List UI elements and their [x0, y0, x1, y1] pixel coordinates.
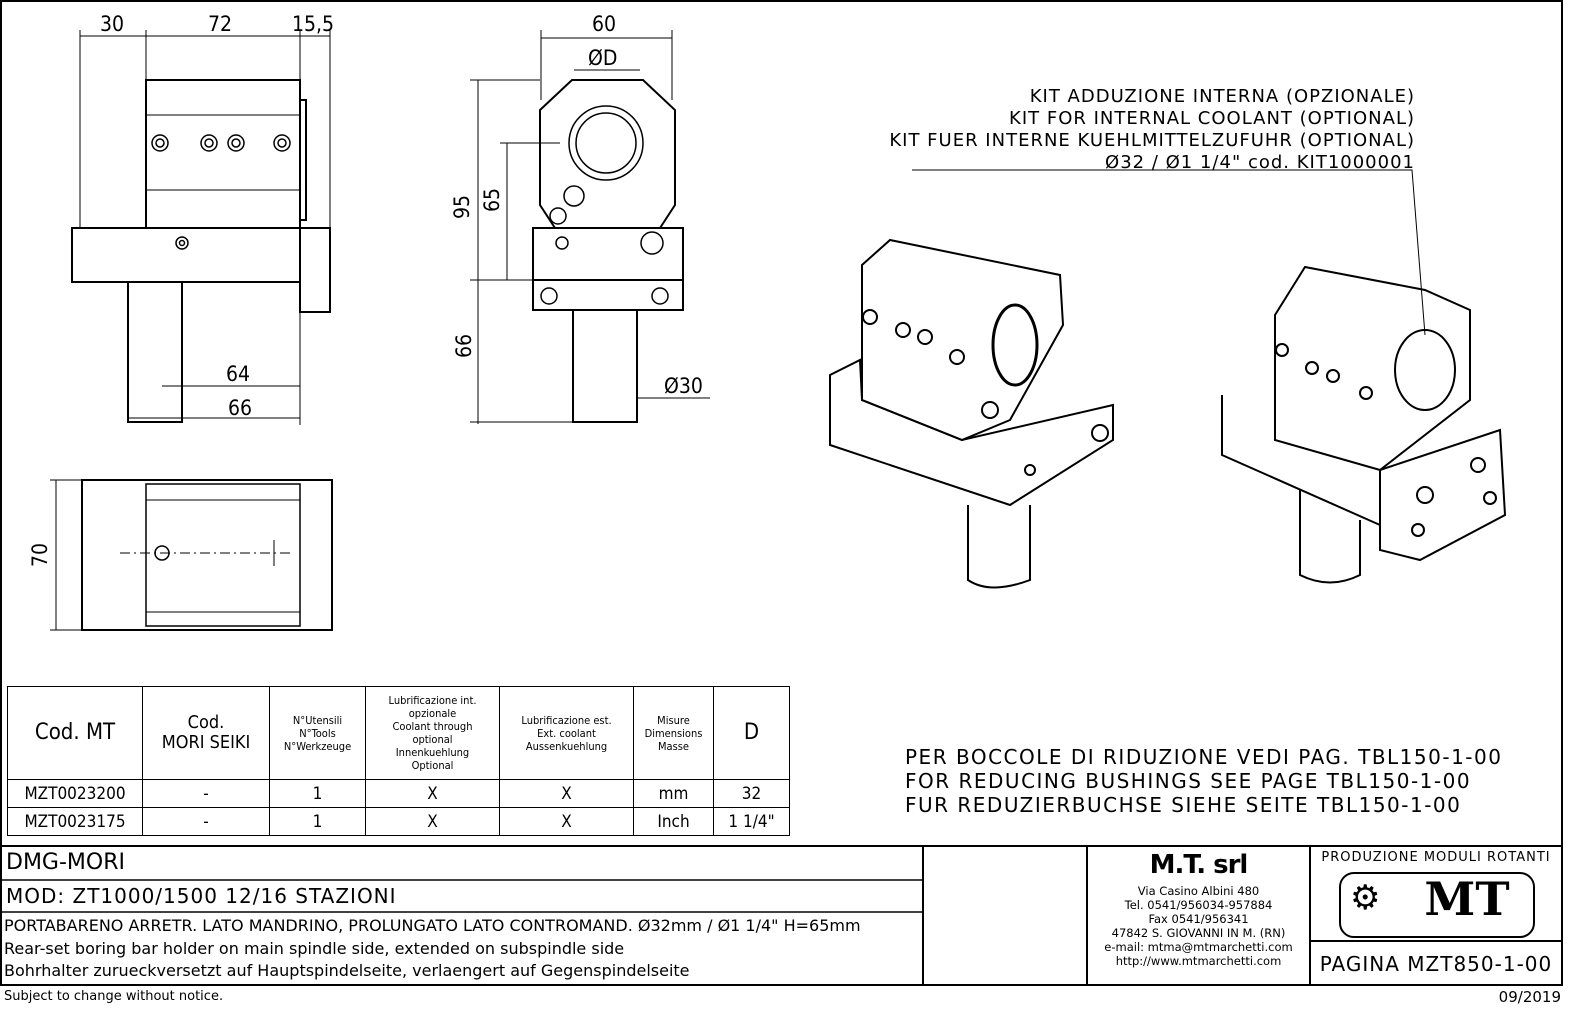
dim-diameter-30: Ø30: [664, 374, 703, 398]
cell-units: Inch: [633, 807, 714, 836]
header-text: optional: [412, 733, 453, 746]
cell-internal-coolant: X: [365, 807, 500, 836]
coolant-note-it: KIT ADDUZIONE INTERNA (OPZIONALE): [1029, 86, 1415, 107]
description-de: Bohrhalter zurueckversetzt auf Hauptspin…: [4, 961, 690, 980]
header-text: Ext. coolant: [537, 726, 596, 740]
header-cod-mori: Cod.MORI SEIKI: [142, 686, 270, 780]
cell-mori-code: -: [142, 807, 270, 836]
cell-internal-coolant: X: [365, 779, 500, 808]
cell-external-coolant: X: [499, 779, 634, 808]
address-line: Via Casino Albini 480: [1137, 884, 1260, 898]
cell-external-coolant: X: [499, 807, 634, 836]
model: MOD: ZT1000/1500 12/16 STAZIONI: [6, 884, 397, 908]
coolant-note-de: KIT FUER INTERNE KUEHLMITTELZUFUHR (OPTI…: [889, 130, 1415, 151]
dim-65: 65: [480, 187, 505, 213]
bushing-note-it: PER BOCCOLE DI RIDUZIONE VEDI PAG. TBL15…: [905, 745, 1503, 769]
header-text: Aussenkuehlung: [525, 739, 608, 753]
website-link[interactable]: http://www.mtmarchetti.com: [1115, 954, 1282, 968]
dim-60: 60: [592, 12, 617, 36]
rotary-module-icon: ⚙: [1350, 878, 1381, 918]
drawing-frame: [0, 0, 1563, 986]
dim-64: 64: [226, 362, 251, 386]
header-text: N°Utensili: [292, 713, 343, 727]
table-row: MZT0023200 - 1 X X mm 32: [7, 779, 790, 808]
header-cod-mt: Cod. MT: [7, 686, 143, 780]
isometric-view-left: [829, 238, 1114, 589]
dim-66: 66: [228, 396, 253, 420]
company-address: Via Casino Albini 480 Tel. 0541/956034-9…: [1087, 884, 1310, 968]
coolant-note-en: KIT FOR INTERNAL COOLANT (OPTIONAL): [1009, 108, 1415, 129]
header-text: Cod.: [187, 712, 225, 733]
coolant-kit-code: Ø32 / Ø1 1/4" cod. KIT1000001: [1105, 152, 1415, 173]
dim-66-front: 66: [452, 333, 477, 359]
cell-code: MZT0023200: [7, 779, 143, 808]
header-text: Misure: [657, 713, 690, 727]
email-link[interactable]: e-mail: mtma@mtmarchetti.com: [1104, 940, 1293, 954]
header-text: Masse: [657, 739, 689, 753]
header-text: N°Werkzeuge: [283, 739, 352, 753]
dim-70: 70: [28, 542, 53, 568]
header-text: Innenkuehlung: [395, 746, 470, 759]
bushing-note-de: FUR REDUZIERBUCHSE SIEHE SEITE TBL150-1-…: [905, 793, 1462, 817]
city: 47842 S. GIOVANNI IN M. (RN): [1111, 926, 1286, 940]
dim-15-5: 15,5: [292, 12, 335, 36]
description-en: Rear-set boring bar holder on main spind…: [4, 939, 625, 958]
front-view: [470, 30, 710, 424]
header-text: Coolant through: [392, 720, 473, 733]
cell-tools: 1: [269, 779, 366, 808]
header-text: Lubrificazione int.: [388, 694, 477, 707]
dim-95: 95: [450, 194, 475, 220]
dim-72: 72: [208, 12, 233, 36]
header-text: Optional: [411, 759, 454, 772]
revision-date: 09/2019: [1498, 988, 1561, 1006]
header-text: Cod. MT: [34, 720, 116, 745]
mt-logo: MT: [1424, 872, 1510, 926]
cell-d: 32: [713, 779, 790, 808]
page-code: PAGINA MZT850-1-00: [1319, 952, 1553, 976]
fax: Fax 0541/956341: [1148, 912, 1249, 926]
header-text: Dimensions: [644, 726, 703, 740]
isometric-view-right: [912, 169, 1507, 584]
cell-mori-code: -: [142, 779, 270, 808]
dim-30: 30: [100, 12, 125, 36]
cell-tools: 1: [269, 807, 366, 836]
phone: Tel. 0541/956034-957884: [1124, 898, 1273, 912]
dim-diameter-d: ØD: [588, 46, 618, 70]
change-notice: Subject to change without notice.: [4, 989, 224, 1004]
title-block-lines: [1, 845, 1562, 985]
header-text: opzionale: [408, 707, 457, 720]
bushing-note-en: FOR REDUCING BUSHINGS SEE PAGE TBL150-1-…: [905, 769, 1472, 793]
company-name: M.T. srl: [1149, 850, 1249, 880]
description-it: PORTABARENO ARRETR. LATO MANDRINO, PROLU…: [4, 916, 861, 935]
cell-code: MZT0023175: [7, 807, 143, 836]
header-d: D: [713, 686, 790, 780]
machine-name: DMG-MORI: [6, 850, 125, 875]
header-text: MORI SEIKI: [161, 732, 251, 753]
cell-d: 1 1/4": [713, 807, 790, 836]
header-text: N°Tools: [299, 726, 336, 740]
production-label: PRODUZIONE MODULI ROTANTI: [1321, 850, 1551, 865]
header-text: D: [743, 720, 760, 745]
header-text: Lubrificazione est.: [521, 713, 612, 727]
cell-units: mm: [633, 779, 714, 808]
side-view: [71, 30, 331, 425]
table-row: MZT0023175 - 1 X X Inch 1 1/4": [7, 807, 790, 836]
top-view: [50, 479, 333, 631]
